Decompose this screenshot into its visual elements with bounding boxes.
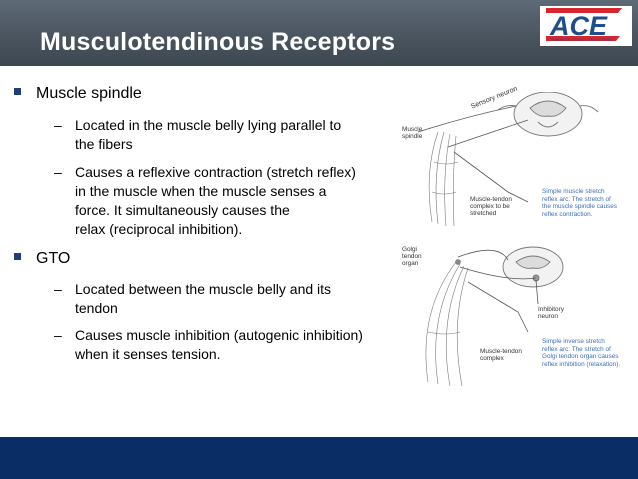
sub-line: tendon xyxy=(75,300,118,316)
sub-line: Located in the muscle belly lying parall… xyxy=(75,117,342,133)
sub-line: Causes a reflexive contraction (stretch … xyxy=(75,164,356,180)
logo-text: ACE xyxy=(549,11,608,41)
sub-line: the fibers xyxy=(75,136,133,152)
sub-line: relax (reciprocal inhibition). xyxy=(75,221,243,237)
lower-muscle xyxy=(425,259,469,387)
sub-line: in the muscle when the muscle senses a xyxy=(75,183,327,199)
dash-marker: – xyxy=(54,281,62,297)
reflex-arc-illustration xyxy=(417,91,599,387)
sub-line: force. It simultaneously causes the xyxy=(75,202,290,218)
upper-muscle xyxy=(428,131,459,227)
footer-bar xyxy=(0,437,638,479)
header-bar: Musculotendinous Receptors xyxy=(0,0,638,66)
dash-marker: – xyxy=(54,117,62,133)
sub-bullet: – Causes a reflexive contraction (stretc… xyxy=(54,163,394,239)
slide-title: Musculotendinous Receptors xyxy=(40,28,396,56)
label-muscle-tendon-complex: Muscle-tendon complex xyxy=(480,348,522,362)
sub-bullet: – Causes muscle inhibition (autogenic in… xyxy=(54,326,394,364)
label-golgi-tendon-organ: Golgi tendon organ xyxy=(402,246,422,267)
sub-line: when it senses tension. xyxy=(75,346,221,362)
sub-line: Causes muscle inhibition (autogenic inhi… xyxy=(75,327,363,343)
spinal-cord-bottom xyxy=(502,246,564,288)
ace-logo: ACE xyxy=(540,6,632,46)
caption-inverse-stretch-reflex: Simple inverse stretch reflex arc: The s… xyxy=(542,338,621,368)
spinal-cord-top xyxy=(497,91,599,137)
sub-line: Located between the muscle belly and its xyxy=(75,281,332,297)
caption-stretch-reflex: Simple muscle stretch reflex arc: The st… xyxy=(542,188,617,218)
bullet-gto: GTO xyxy=(14,250,70,268)
logo-subtext: AMERICAN COUNCIL ON EXERCISE xyxy=(552,38,613,42)
bullet-square-icon xyxy=(14,253,21,260)
bullet-label: Muscle spindle xyxy=(36,85,142,102)
sub-bullet: – Located in the muscle belly lying para… xyxy=(54,116,394,154)
label-muscle-tendon-stretched: Muscle-tendon complex to be stretched xyxy=(470,196,512,217)
sub-bullet: – Located between the muscle belly and i… xyxy=(54,280,394,318)
dash-marker: – xyxy=(54,327,62,343)
bullet-muscle-spindle: Muscle spindle xyxy=(14,85,142,103)
label-inhibitory-neuron: Inhibitory neuron xyxy=(538,306,564,320)
bullet-square-icon xyxy=(14,88,21,95)
dash-marker: – xyxy=(54,164,62,180)
bullet-label: GTO xyxy=(36,250,71,267)
label-muscle-spindle: Muscle spindle xyxy=(402,126,423,140)
reflex-arc-figure: Sensory neuron Muscle spindle Muscle-ten… xyxy=(398,85,636,392)
